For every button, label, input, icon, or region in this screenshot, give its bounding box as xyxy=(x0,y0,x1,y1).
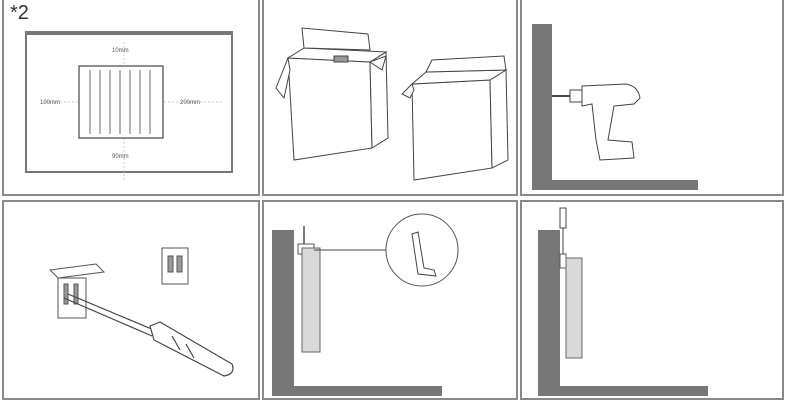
panel-bracket-screw xyxy=(2,200,260,400)
dim-left-label: 100mm xyxy=(40,100,60,106)
fix-heater-drawing xyxy=(538,207,708,396)
zoom-circle xyxy=(385,213,459,287)
wall-section xyxy=(538,230,560,396)
box-closed-icon xyxy=(401,55,509,181)
wall-section xyxy=(532,24,552,190)
panel-drilling xyxy=(520,0,784,196)
wall-area xyxy=(25,31,233,173)
panel-hang-heater xyxy=(262,200,518,400)
step-label: *2 xyxy=(10,2,29,24)
panel-unboxing xyxy=(262,0,518,196)
bracket-detail xyxy=(559,253,567,269)
floor-section xyxy=(272,386,442,396)
panel-fix-heater xyxy=(520,200,784,400)
box-open-icon xyxy=(275,27,389,161)
hook-detail-icon xyxy=(411,231,437,277)
wall-section xyxy=(272,230,294,396)
screwdriver-icon xyxy=(559,207,567,254)
bracket-small-icon xyxy=(161,247,189,285)
screwdriver-icon xyxy=(63,293,234,377)
dim-right-label: 200mm xyxy=(180,100,200,106)
unboxing-drawing xyxy=(275,27,509,181)
heater-fins xyxy=(89,70,151,134)
drill-icon xyxy=(552,83,641,161)
bracket-icon xyxy=(48,263,106,319)
heater-side xyxy=(301,247,321,353)
floor-section xyxy=(532,180,698,190)
floor-section xyxy=(538,386,708,396)
dim-top-label: 10mm xyxy=(112,48,129,54)
bracket-screw-drawing xyxy=(48,247,234,377)
heater-outline xyxy=(78,65,164,139)
drilling-drawing xyxy=(532,24,698,190)
hang-heater-drawing xyxy=(272,213,459,396)
panel-clearance-diagram: *2 10mm 100mm 200mm 90mm xyxy=(2,0,260,196)
ceiling-line xyxy=(26,32,232,35)
clearance-drawing: 10mm 100mm 200mm 90mm xyxy=(25,31,233,180)
dim-bottom-label: 90mm xyxy=(112,154,129,160)
heater-side xyxy=(565,257,583,359)
